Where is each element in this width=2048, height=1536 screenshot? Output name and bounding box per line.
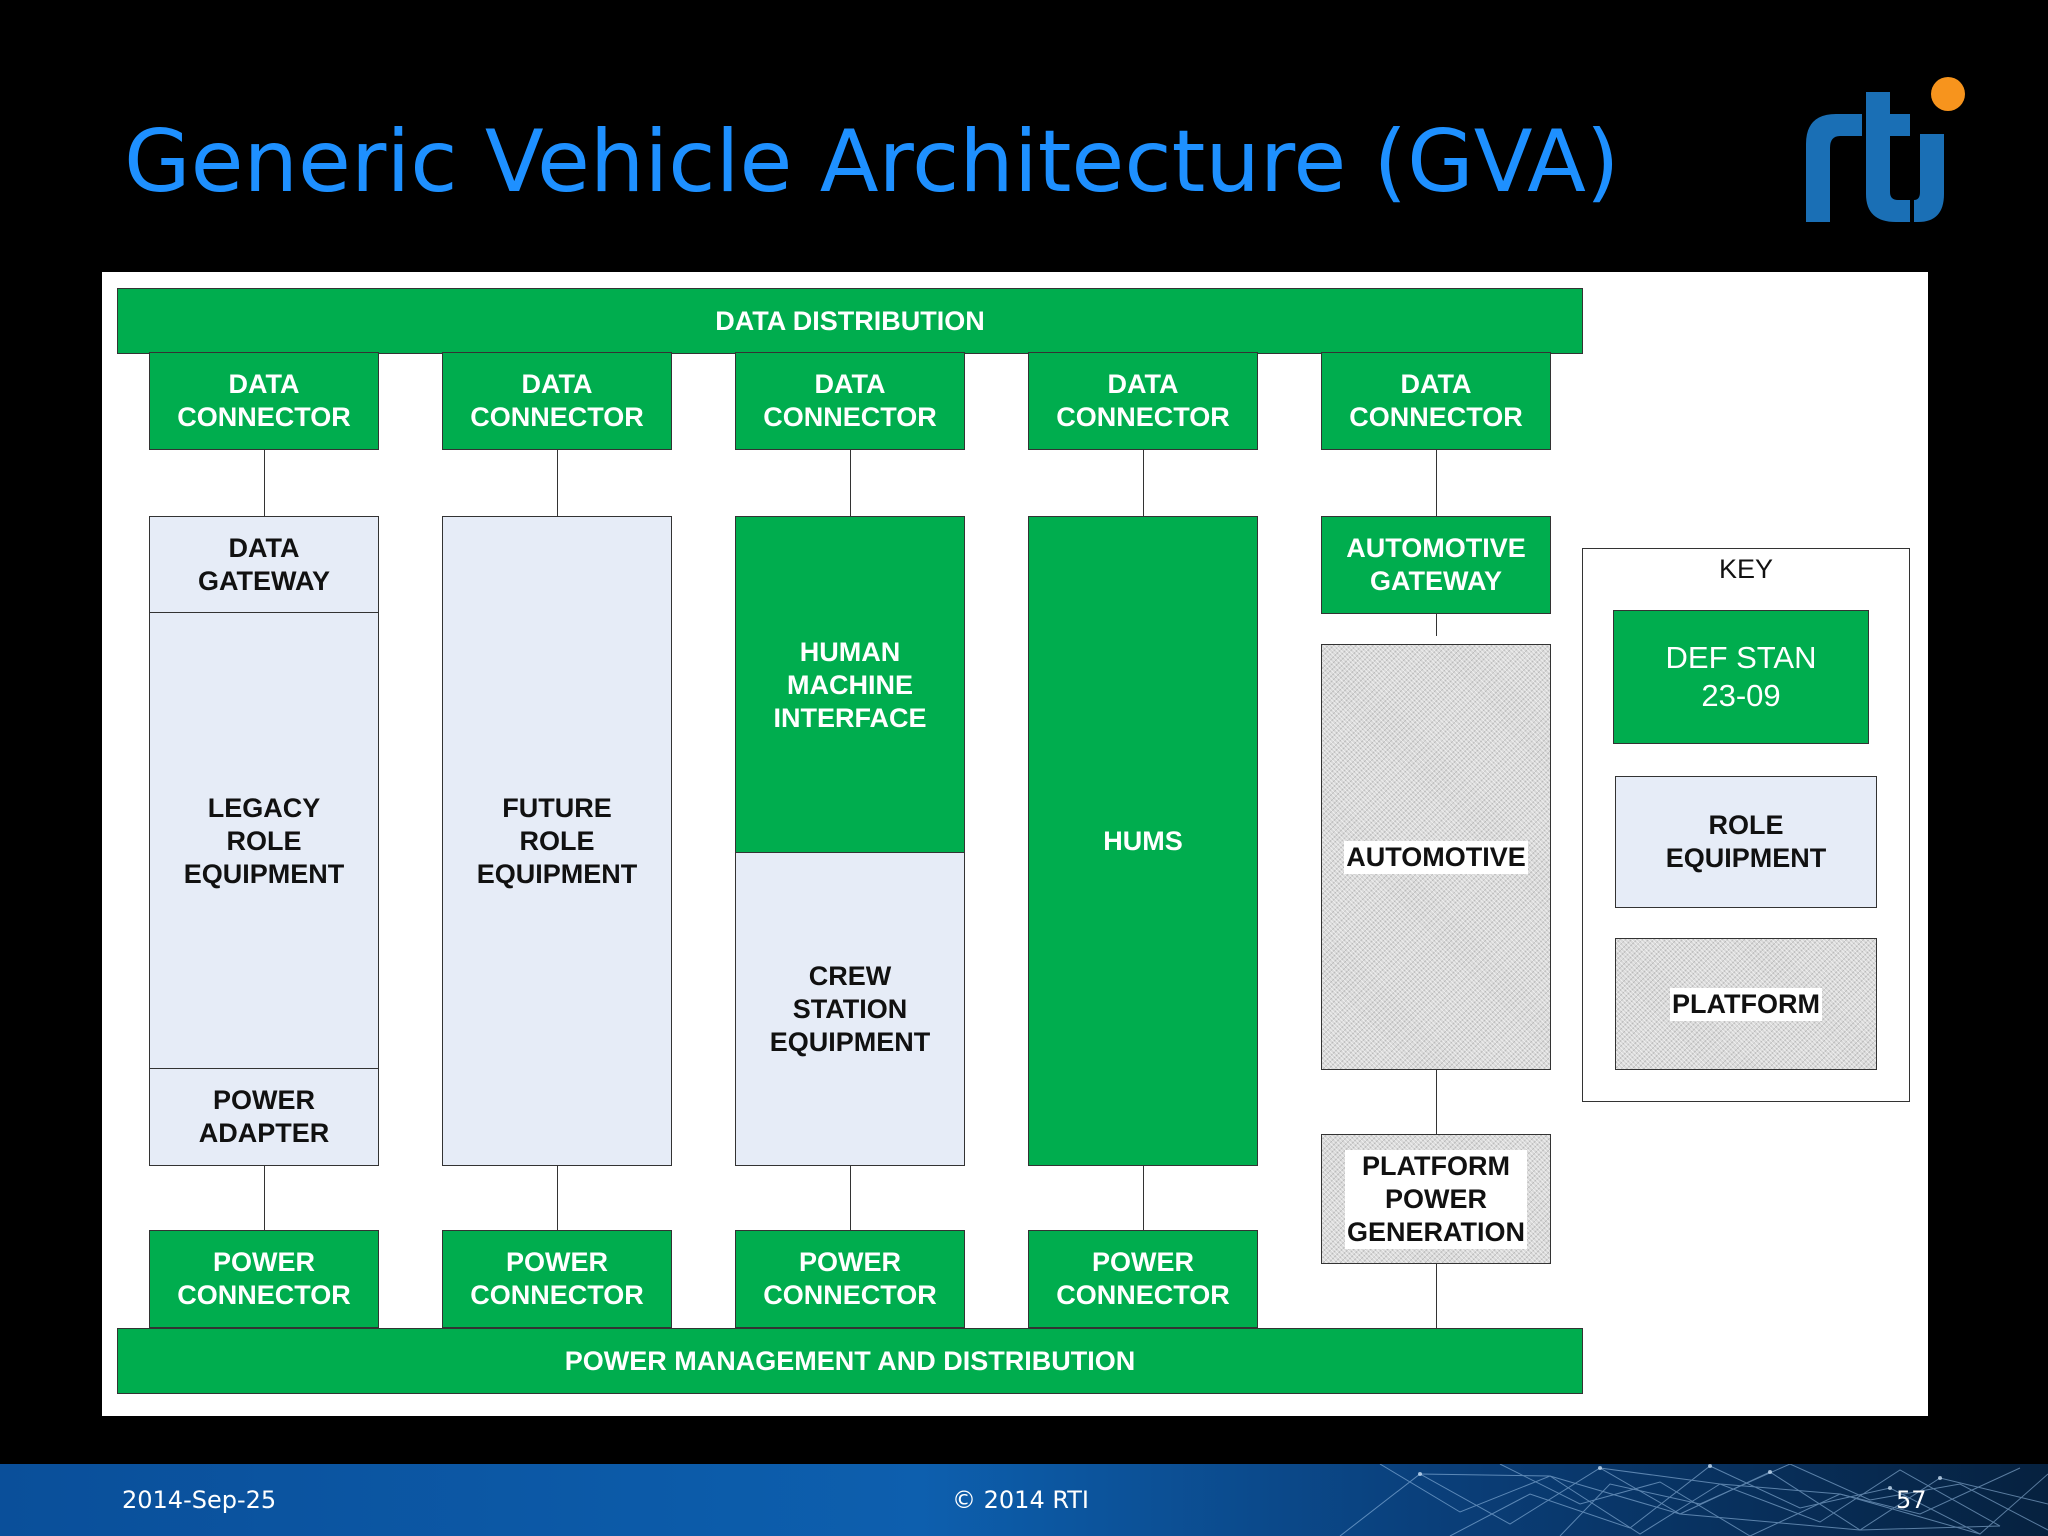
data-connector: DATA CONNECTOR [1028,352,1258,450]
automotive-box: AUTOMOTIVE [1321,644,1551,1070]
link-line [1436,450,1437,518]
gva-diagram: DATA DISTRIBUTION POWER MANAGEMENT AND D… [102,272,1928,1416]
hums-box: HUMS [1028,516,1258,1166]
power-connector: POWER CONNECTOR [442,1230,672,1328]
key-title: KEY [1718,554,1774,584]
link-line [1436,612,1437,636]
power-connector: POWER CONNECTOR [1028,1230,1258,1328]
slide-footer: 2014-Sep-25 © 2014 RTI 57 [0,1464,2048,1536]
link-line [850,1166,851,1230]
footer-date: 2014-Sep-25 [122,1486,277,1514]
key-role-equipment-swatch: ROLE EQUIPMENT [1615,776,1877,908]
link-line [264,1166,265,1230]
link-line [1436,1070,1437,1134]
link-line [557,450,558,518]
human-machine-interface-box: HUMAN MACHINE INTERFACE [735,516,965,854]
page-number: 57 [1896,1486,1927,1514]
power-connector: POWER CONNECTOR [735,1230,965,1328]
data-distribution-bus: DATA DISTRIBUTION [117,288,1583,354]
data-gateway-box: DATA GATEWAY [149,516,379,614]
data-connector: DATA CONNECTOR [442,352,672,450]
link-line [264,450,265,518]
footer-copyright: © 2014 RTI [952,1486,1090,1514]
link-line [1143,450,1144,518]
link-line [557,1166,558,1230]
future-role-equipment-box: FUTURE ROLE EQUIPMENT [442,516,672,1166]
crew-station-equipment-box: CREW STATION EQUIPMENT [735,852,965,1166]
link-line [1143,1166,1144,1230]
platform-power-generation-box: PLATFORM POWER GENERATION [1321,1134,1551,1264]
legacy-role-equipment-box: LEGACY ROLE EQUIPMENT [149,612,379,1070]
data-connector: DATA CONNECTOR [1321,352,1551,450]
key-def-stan-swatch: DEF STAN 23-09 [1613,610,1869,744]
data-connector: DATA CONNECTOR [735,352,965,450]
power-distribution-bus: POWER MANAGEMENT AND DISTRIBUTION [117,1328,1583,1394]
slide-title: Generic Vehicle Architecture (GVA) [124,112,1620,212]
automotive-gateway-box: AUTOMOTIVE GATEWAY [1321,516,1551,614]
data-connector: DATA CONNECTOR [149,352,379,450]
key-platform-swatch: PLATFORM [1615,938,1877,1070]
power-connector: POWER CONNECTOR [149,1230,379,1328]
network-pattern [1339,1464,2048,1536]
link-line [850,450,851,518]
rti-logo: rti [1806,77,1965,222]
power-adapter-box: POWER ADAPTER [149,1068,379,1166]
link-line [1436,1264,1437,1328]
